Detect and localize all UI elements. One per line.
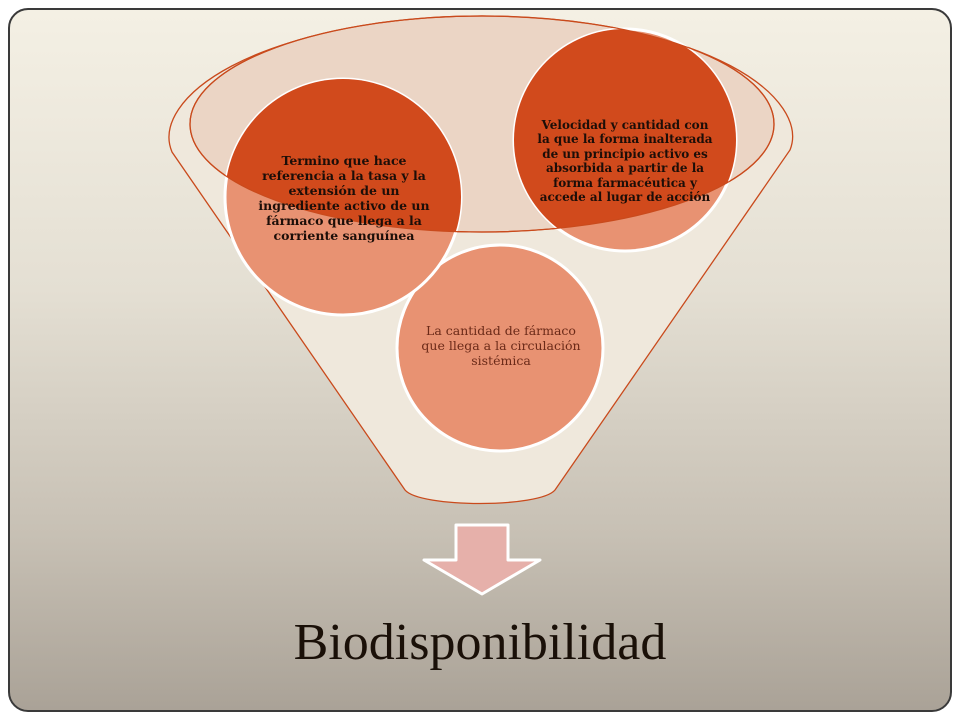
- circle-left-label: Termino que hace referencia a la tasa y …: [258, 153, 430, 243]
- circle-left-text: Termino que hace referencia a la tasa y …: [256, 128, 432, 268]
- circle-right-label: Velocidad y cantidad con la que la forma…: [537, 117, 713, 205]
- result-label: Biodisponibilidad: [293, 614, 667, 671]
- circle-left: [223, 77, 463, 317]
- funnel-rim-outline: [189, 15, 775, 233]
- down-arrow: [422, 523, 542, 596]
- circle-right-text: Velocidad y cantidad con la que la forma…: [536, 86, 714, 236]
- circle-bottom-label: La cantidad de fármaco que llega a la ci…: [421, 322, 581, 368]
- circle-right: [512, 27, 738, 253]
- circle-bottom: [395, 243, 605, 453]
- circle-bottom-text: La cantidad de fármaco que llega a la ci…: [420, 300, 582, 390]
